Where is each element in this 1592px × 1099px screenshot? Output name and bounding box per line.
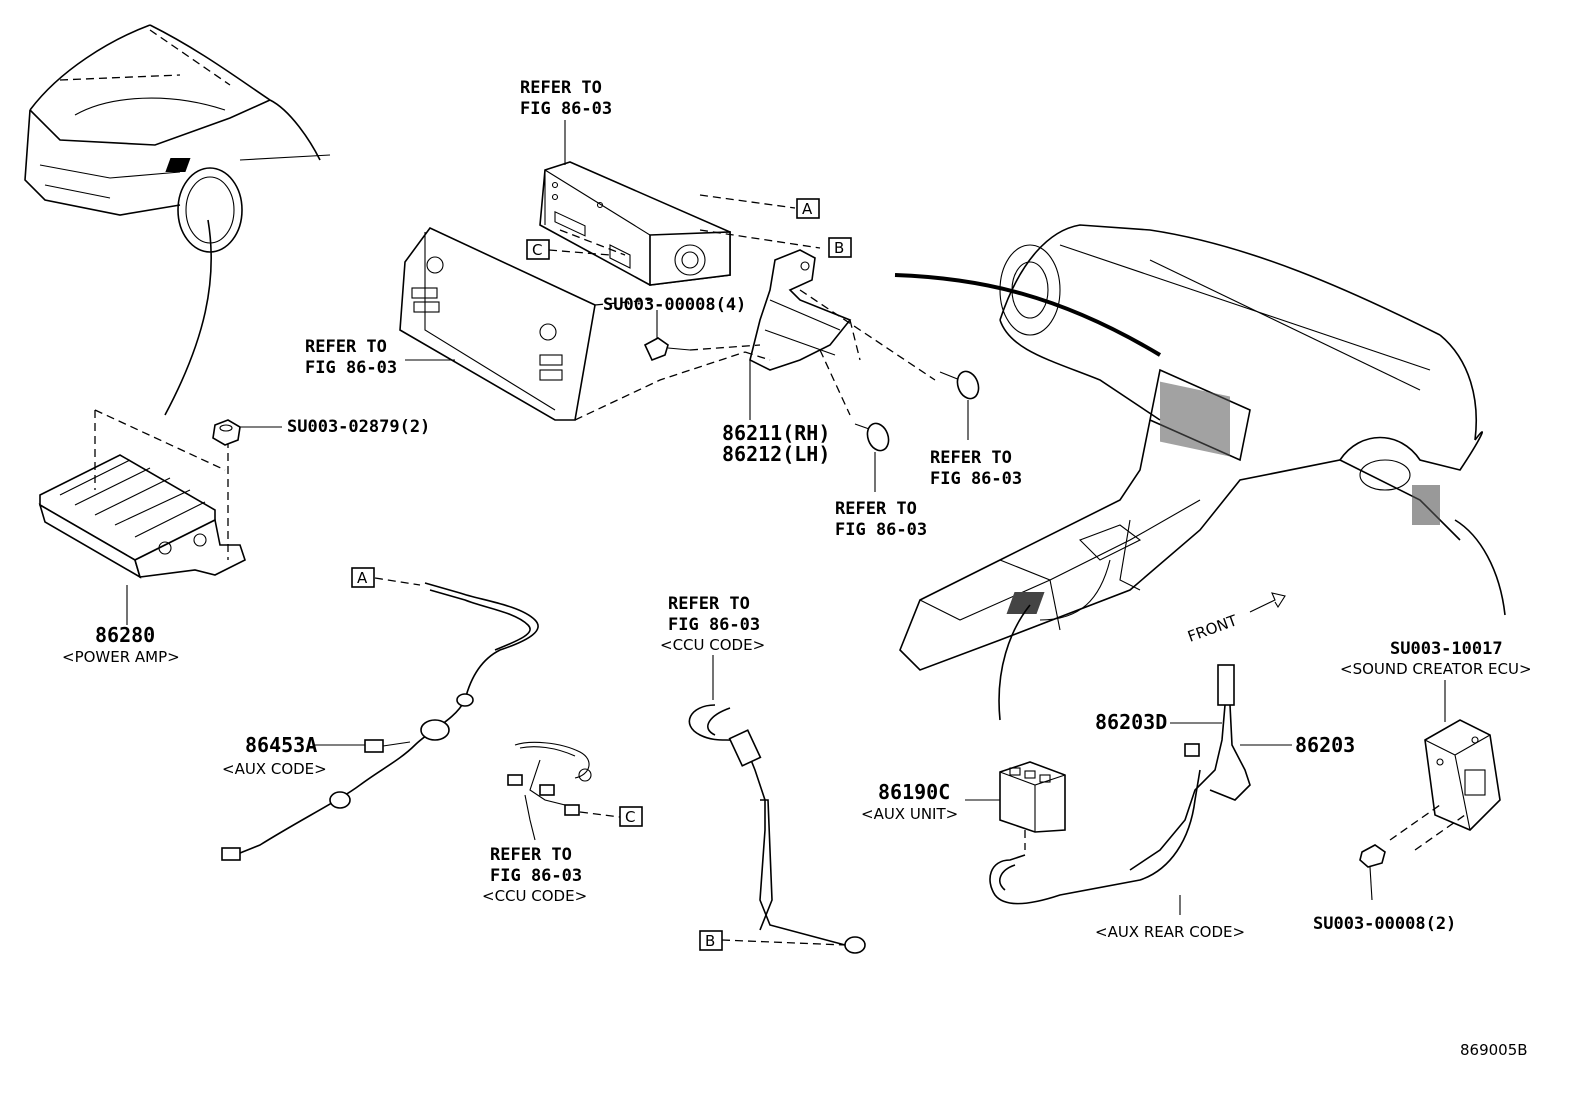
- part-number-86453a: 86453A: [245, 733, 317, 757]
- svg-text:A: A: [357, 569, 368, 587]
- refer-screw-bottom-line1: REFER TO: [835, 499, 917, 519]
- ref-box-a-aux: A: [351, 567, 375, 588]
- part-desc-power-amp: <POWER AMP>: [62, 648, 180, 666]
- ref-box-b-ccu: B: [699, 930, 723, 951]
- refer-head-line2: FIG 86-03: [305, 358, 397, 378]
- refer-ccu-mid-line2: FIG 86-03: [668, 615, 760, 635]
- part-desc-aux-code: <AUX CODE>: [222, 760, 327, 778]
- svg-text:FRONT: FRONT: [1185, 611, 1240, 646]
- refer-ccu-left-line3: <CCU CODE>: [482, 887, 587, 905]
- ref-box-c-ccu: C: [619, 806, 643, 827]
- part-desc-sound-creator-ecu: <SOUND CREATOR ECU>: [1340, 660, 1532, 678]
- power-amp-illustration: [38, 409, 282, 625]
- sound-creator-ecu-illustration: [1359, 680, 1501, 901]
- svg-text:C: C: [532, 241, 542, 259]
- refer-head-line1: REFER TO: [305, 337, 387, 357]
- part-label-su003-02879: SU003-02879(2): [287, 417, 430, 437]
- aux-code-cable-illustration: [221, 577, 539, 861]
- part-label-su003-00008-4: SU003-00008(4): [603, 295, 746, 315]
- dashboard-illustration: [894, 224, 1506, 721]
- refer-ccu-left-line1: REFER TO: [490, 845, 572, 865]
- refer-screw-bottom-line2: FIG 86-03: [835, 520, 927, 540]
- part-label-su003-10017: SU003-10017: [1390, 639, 1503, 659]
- figure-id: 869005B: [1460, 1041, 1528, 1059]
- part-number-86212: 86212(LH): [722, 442, 830, 466]
- aux-unit-illustration: [965, 761, 1201, 905]
- aux-rear-code-illustration: [1129, 664, 1292, 915]
- svg-text:B: B: [705, 932, 715, 950]
- part-number-86190c: 86190C: [878, 780, 950, 804]
- rear-vehicle-illustration: [24, 24, 331, 416]
- refer-ccu-mid-line3: <CCU CODE>: [660, 636, 765, 654]
- part-number-86280: 86280: [95, 623, 155, 647]
- refer-ccu-mid-line1: REFER TO: [668, 594, 750, 614]
- part-number-86211: 86211(RH): [722, 421, 830, 445]
- part-desc-aux-rear-code: <AUX REAR CODE>: [1095, 923, 1245, 941]
- refer-screw-right-line2: FIG 86-03: [930, 469, 1022, 489]
- svg-text:A: A: [802, 200, 813, 218]
- bracket-illustration: [643, 249, 980, 492]
- ref-box-b-top: B: [828, 237, 852, 258]
- part-number-86203d: 86203D: [1095, 710, 1167, 734]
- refer-top-line1: REFER TO: [520, 78, 602, 98]
- refer-ccu-left-line2: FIG 86-03: [490, 866, 582, 886]
- ref-box-c-top: C: [526, 239, 550, 260]
- ccu-code-long-illustration: [688, 655, 866, 954]
- navigation-unit-illustration: [399, 120, 821, 421]
- part-number-86203: 86203: [1295, 733, 1355, 757]
- part-desc-aux-unit: <AUX UNIT>: [861, 805, 958, 823]
- part-label-su003-00008-2: SU003-00008(2): [1313, 914, 1456, 934]
- ccu-code-small-illustration: [507, 741, 621, 841]
- svg-text:B: B: [834, 239, 844, 257]
- refer-screw-right-line1: REFER TO: [930, 448, 1012, 468]
- front-direction-indicator: FRONT: [1185, 592, 1286, 646]
- refer-top-line2: FIG 86-03: [520, 99, 612, 119]
- ref-box-a-top: A: [796, 198, 820, 219]
- svg-text:C: C: [625, 808, 635, 826]
